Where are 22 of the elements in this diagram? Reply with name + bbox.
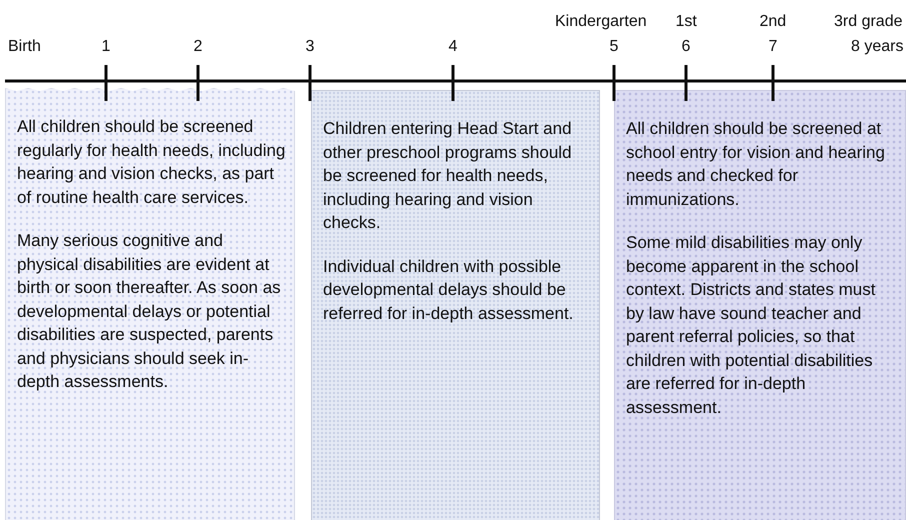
age-label: 5 bbox=[610, 37, 618, 57]
age-label: 3 bbox=[306, 37, 314, 57]
age-range-panel bbox=[5, 88, 295, 520]
age-label: Kindergarten bbox=[555, 12, 647, 32]
age-range-panel bbox=[614, 90, 906, 520]
age-label: 8 years bbox=[851, 37, 904, 57]
age-label: Birth bbox=[8, 37, 41, 57]
panel-text: All children should be screened regularly for health needs, including hearing and vision checks, as part of routine health care services. bbox=[17, 116, 286, 208]
age-label: 6 bbox=[682, 37, 690, 57]
panel-text: Many serious cognitive and physical disabilities are evident at birth or soon thereafter. As soon as developmental delays or potential disabilities are suspected, parents and physicians should seek in-depth assessments. bbox=[17, 230, 282, 393]
age-label: 2nd bbox=[760, 12, 786, 32]
age-label: 1st bbox=[676, 12, 697, 32]
age-range-panel bbox=[311, 90, 600, 520]
panel-text: Some mild disabilities may only become apparent in the school context. Districts and states must by law have sound teacher and parent referral policies, so that children with potential disabilities are referred for in-depth assessment. bbox=[626, 232, 876, 418]
panel-text: Individual children with possible developmental delays should be referred for in-depth assessment. bbox=[323, 256, 574, 324]
panel-text: All children should be screened at school entry for vision and hearing needs and checked for immunizations. bbox=[626, 118, 886, 210]
age-label: 4 bbox=[448, 37, 458, 57]
age-label: 1 bbox=[102, 37, 110, 57]
age-label: 3rd grade bbox=[834, 12, 902, 32]
age-label: 2 bbox=[194, 37, 202, 57]
panel-text: Children entering Head Start and other preschool programs should be screened for health needs, including hearing and vision checks. bbox=[323, 118, 573, 234]
age-label: 7 bbox=[768, 37, 778, 57]
